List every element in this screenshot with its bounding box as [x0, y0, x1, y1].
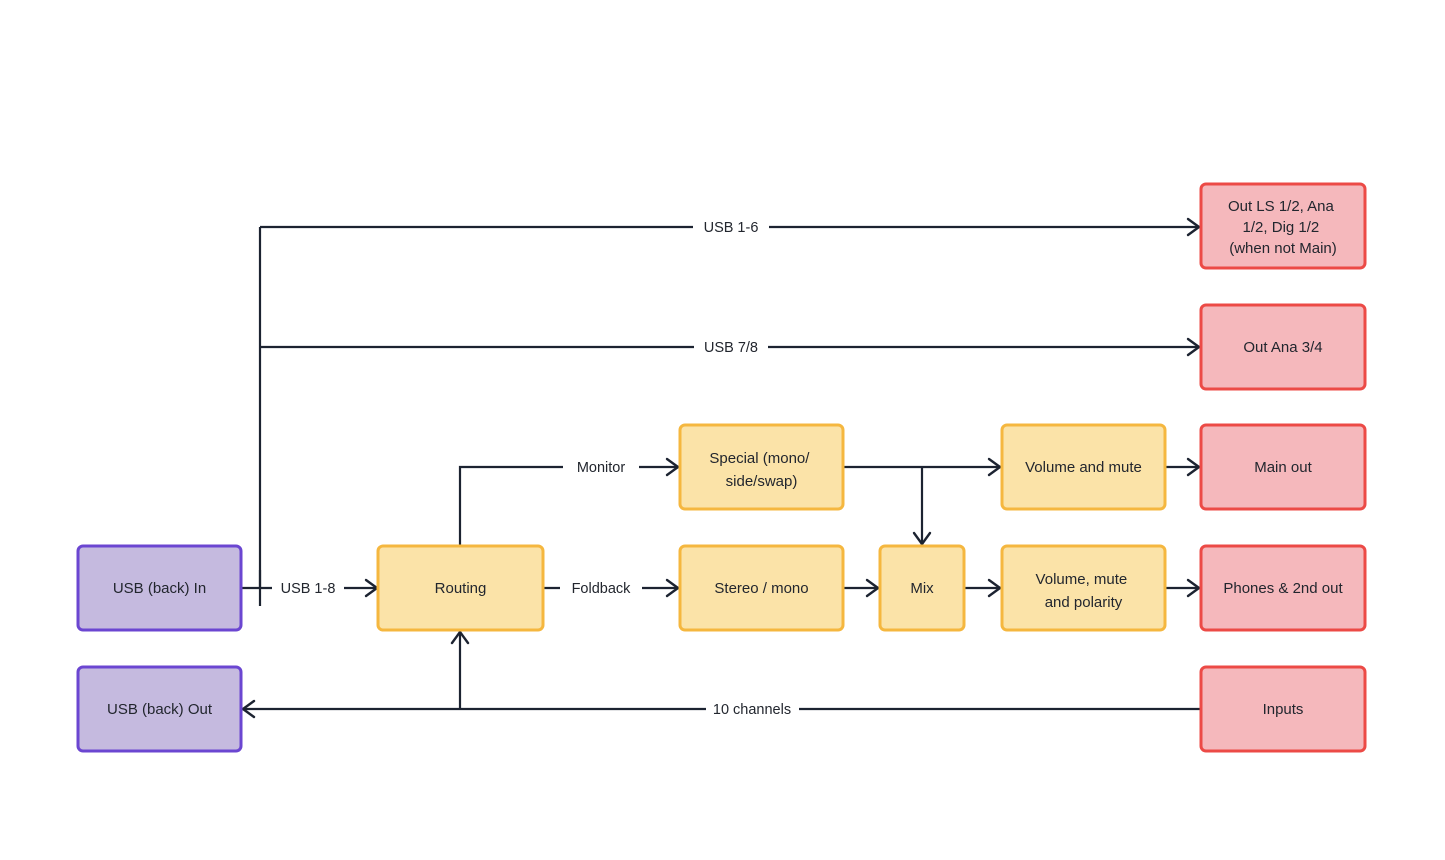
node-volume-and-mute-label: Volume and mute [1025, 459, 1142, 476]
node-inputs-label: Inputs [1263, 701, 1304, 718]
node-out-ana-34[interactable]: Out Ana 3/4 [1199, 303, 1367, 391]
node-usb-back-out-box[interactable] [76, 665, 243, 753]
node-inputs[interactable]: Inputs [1199, 665, 1367, 753]
node-stereo-mono-box[interactable] [678, 544, 845, 632]
edge-volume-mainout-arrowhead [1186, 457, 1201, 477]
node-volume-mute-polarity-line-2: and polarity [1045, 594, 1123, 611]
node-out-ls-line-1: Out LS 1/2, Ana [1228, 198, 1335, 215]
node-out-ls-box[interactable] [1199, 182, 1367, 270]
edge-label-monitor: Monitor [577, 460, 626, 476]
edge-usb-7-8-arrowhead [1186, 337, 1201, 357]
node-layer: USB (back) In USB (back) Out Routing Spe… [76, 182, 1367, 753]
edge-monitor-arrowhead [665, 457, 680, 477]
edge-label-bg-foldback [560, 577, 642, 600]
node-out-ls[interactable]: Out LS 1/2, Ana 1/2, Dig 1/2 (when not M… [1199, 182, 1367, 270]
edge-label-bg-usb-1-8 [272, 577, 344, 600]
node-volume-and-mute[interactable]: Volume and mute [1000, 423, 1167, 511]
node-special-box[interactable] [678, 423, 845, 511]
node-special-line-2: side/swap) [726, 473, 798, 490]
edge-special-mix-arrowhead [912, 531, 932, 546]
node-usb-back-in-box[interactable] [76, 544, 243, 632]
node-phones-2nd-out[interactable]: Phones & 2nd out [1199, 544, 1367, 632]
node-routing-label: Routing [435, 580, 487, 597]
edge-stereo-mix-arrowhead [865, 578, 880, 598]
node-volume-mute-polarity-label: Volume, mute and polarity [1036, 571, 1132, 611]
edge-label-bg-10-channels [706, 698, 799, 721]
node-out-ls-line-2: 1/2, Dig 1/2 [1243, 219, 1320, 236]
edge-label-usb-1-6: USB 1-6 [704, 220, 759, 236]
edge-usb-1-6-arrowhead [1186, 217, 1201, 237]
node-special-label: Special (mono/ side/swap) [709, 450, 813, 490]
node-volume-and-mute-box[interactable] [1000, 423, 1167, 511]
node-volume-mute-polarity-box[interactable] [1000, 544, 1167, 632]
node-routing[interactable]: Routing [376, 544, 545, 632]
edge-label-bg-usb-1-6 [693, 216, 769, 239]
node-out-ana-34-box[interactable] [1199, 303, 1367, 391]
edge-mix-volumepolarity-arrowhead [987, 578, 1002, 598]
node-out-ls-label: Out LS 1/2, Ana 1/2, Dig 1/2 (when not M… [1228, 198, 1338, 257]
node-special-line-1: Special (mono/ [709, 450, 810, 467]
node-stereo-mono-label: Stereo / mono [714, 580, 808, 597]
node-mix-label: Mix [910, 580, 934, 597]
edge-volumepolarity-phones-arrowhead [1186, 578, 1201, 598]
node-mix[interactable]: Mix [878, 544, 966, 632]
node-usb-back-out[interactable]: USB (back) Out [76, 665, 243, 753]
node-out-ana-34-label: Out Ana 3/4 [1243, 339, 1322, 356]
edge-usb-trunk [241, 227, 262, 590]
edge-label-bg-usb-7-8 [694, 336, 768, 359]
edge-label-usb-7-8: USB 7/8 [704, 340, 758, 356]
node-phones-2nd-out-label: Phones & 2nd out [1223, 580, 1343, 597]
edge-label-bg-monitor [563, 456, 639, 479]
node-volume-mute-polarity-line-1: Volume, mute [1036, 571, 1128, 588]
node-special[interactable]: Special (mono/ side/swap) [678, 423, 845, 511]
edge-label-10-channels: 10 channels [713, 702, 791, 718]
node-inputs-box[interactable] [1199, 665, 1367, 753]
edge-label-foldback: Foldback [572, 581, 632, 597]
node-usb-back-in-label: USB (back) In [113, 580, 206, 597]
edge-label-layer: USB 1-8 USB 1-6 USB 7/8 Monitor Foldback… [272, 216, 799, 721]
node-mix-box[interactable] [878, 544, 966, 632]
node-routing-box[interactable] [376, 544, 545, 632]
node-usb-back-in[interactable]: USB (back) In [76, 544, 243, 632]
node-stereo-mono[interactable]: Stereo / mono [678, 544, 845, 632]
node-out-ls-line-3: (when not Main) [1229, 240, 1337, 257]
edge-special-volume-arrowhead [987, 457, 1002, 477]
node-phones-2nd-out-box[interactable] [1199, 544, 1367, 632]
node-main-out-box[interactable] [1199, 423, 1367, 511]
edge-inputs-usbout-arrowhead [241, 699, 256, 719]
edge-inputs-routing-arrowhead [450, 630, 470, 645]
edge-foldback-arrowhead [665, 578, 680, 598]
node-main-out[interactable]: Main out [1199, 423, 1367, 511]
node-usb-back-out-label: USB (back) Out [107, 701, 213, 718]
node-volume-mute-polarity[interactable]: Volume, mute and polarity [1000, 544, 1167, 632]
node-main-out-label: Main out [1254, 459, 1312, 476]
edge-label-usb-1-8: USB 1-8 [281, 581, 336, 597]
